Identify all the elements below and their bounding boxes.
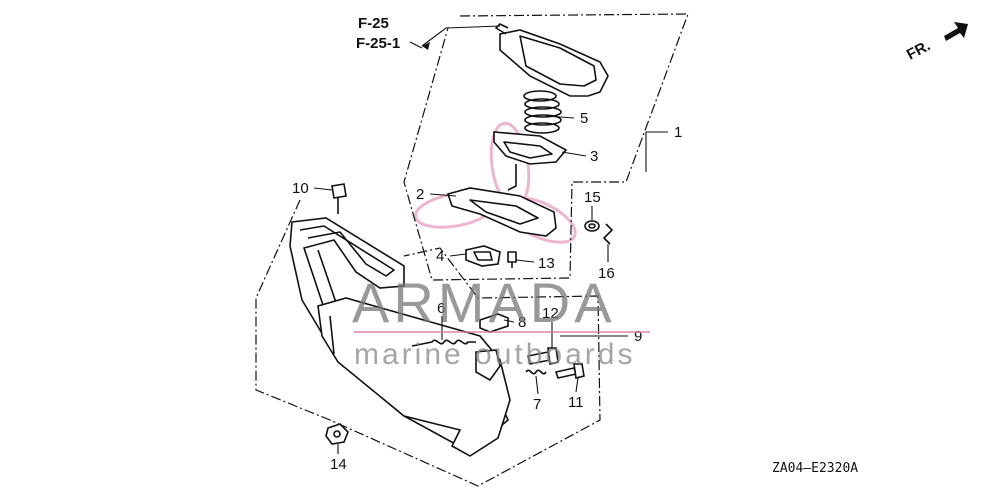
cover-body-part bbox=[317, 297, 511, 457]
ref-label-f25-1: F-25-1 bbox=[356, 35, 400, 52]
callout-14: 14 bbox=[330, 456, 347, 473]
spring-6-part bbox=[411, 339, 476, 347]
screw-13-part bbox=[507, 251, 517, 268]
callout-15: 15 bbox=[584, 189, 601, 206]
nut-14-part bbox=[325, 423, 349, 445]
bolt-10-part bbox=[331, 183, 347, 214]
callout-11: 11 bbox=[568, 394, 584, 411]
plate-8-part bbox=[479, 313, 509, 333]
bolt-12-part bbox=[527, 347, 559, 365]
callout-4: 4 bbox=[436, 248, 444, 265]
watermark-tagline: marine outboards bbox=[354, 338, 635, 371]
callout-2: 2 bbox=[416, 186, 424, 203]
spring-7-part bbox=[525, 369, 547, 375]
washer-15-part bbox=[584, 220, 600, 232]
assembly-boundary-lower bbox=[255, 199, 601, 487]
callout-1: 1 bbox=[674, 124, 682, 141]
callout-5: 5 bbox=[580, 110, 588, 127]
svg-text:FR.: FR. bbox=[904, 37, 933, 63]
callout-16: 16 bbox=[598, 265, 615, 282]
watermark-brand: ARMADA bbox=[352, 271, 616, 334]
lid-cover-part bbox=[495, 23, 609, 97]
base-plate-part bbox=[446, 187, 557, 237]
clip-16-part bbox=[603, 223, 613, 245]
spring-part bbox=[523, 90, 562, 134]
callout-3: 3 bbox=[590, 148, 598, 165]
leader-lines bbox=[313, 25, 668, 454]
filter-part bbox=[493, 131, 568, 191]
callout-9: 9 bbox=[634, 328, 642, 345]
front-direction-indicator: FR. bbox=[904, 22, 968, 64]
ref-label-f25: F-25 bbox=[358, 15, 389, 32]
assembly-boundary-upper bbox=[403, 13, 689, 281]
callout-13: 13 bbox=[538, 255, 555, 272]
diagram-code: ZA04—E2320A bbox=[772, 461, 858, 476]
callout-8: 8 bbox=[518, 314, 526, 331]
gasket-part bbox=[465, 245, 501, 267]
callout-6: 6 bbox=[437, 300, 445, 317]
front-arrow-icon bbox=[944, 22, 968, 41]
bolt-11-part bbox=[555, 363, 585, 379]
ref-arrow-icon bbox=[422, 42, 430, 50]
callout-7: 7 bbox=[533, 396, 541, 413]
latch-part bbox=[475, 349, 501, 382]
callout-12: 12 bbox=[542, 305, 559, 322]
callout-10: 10 bbox=[292, 180, 309, 197]
